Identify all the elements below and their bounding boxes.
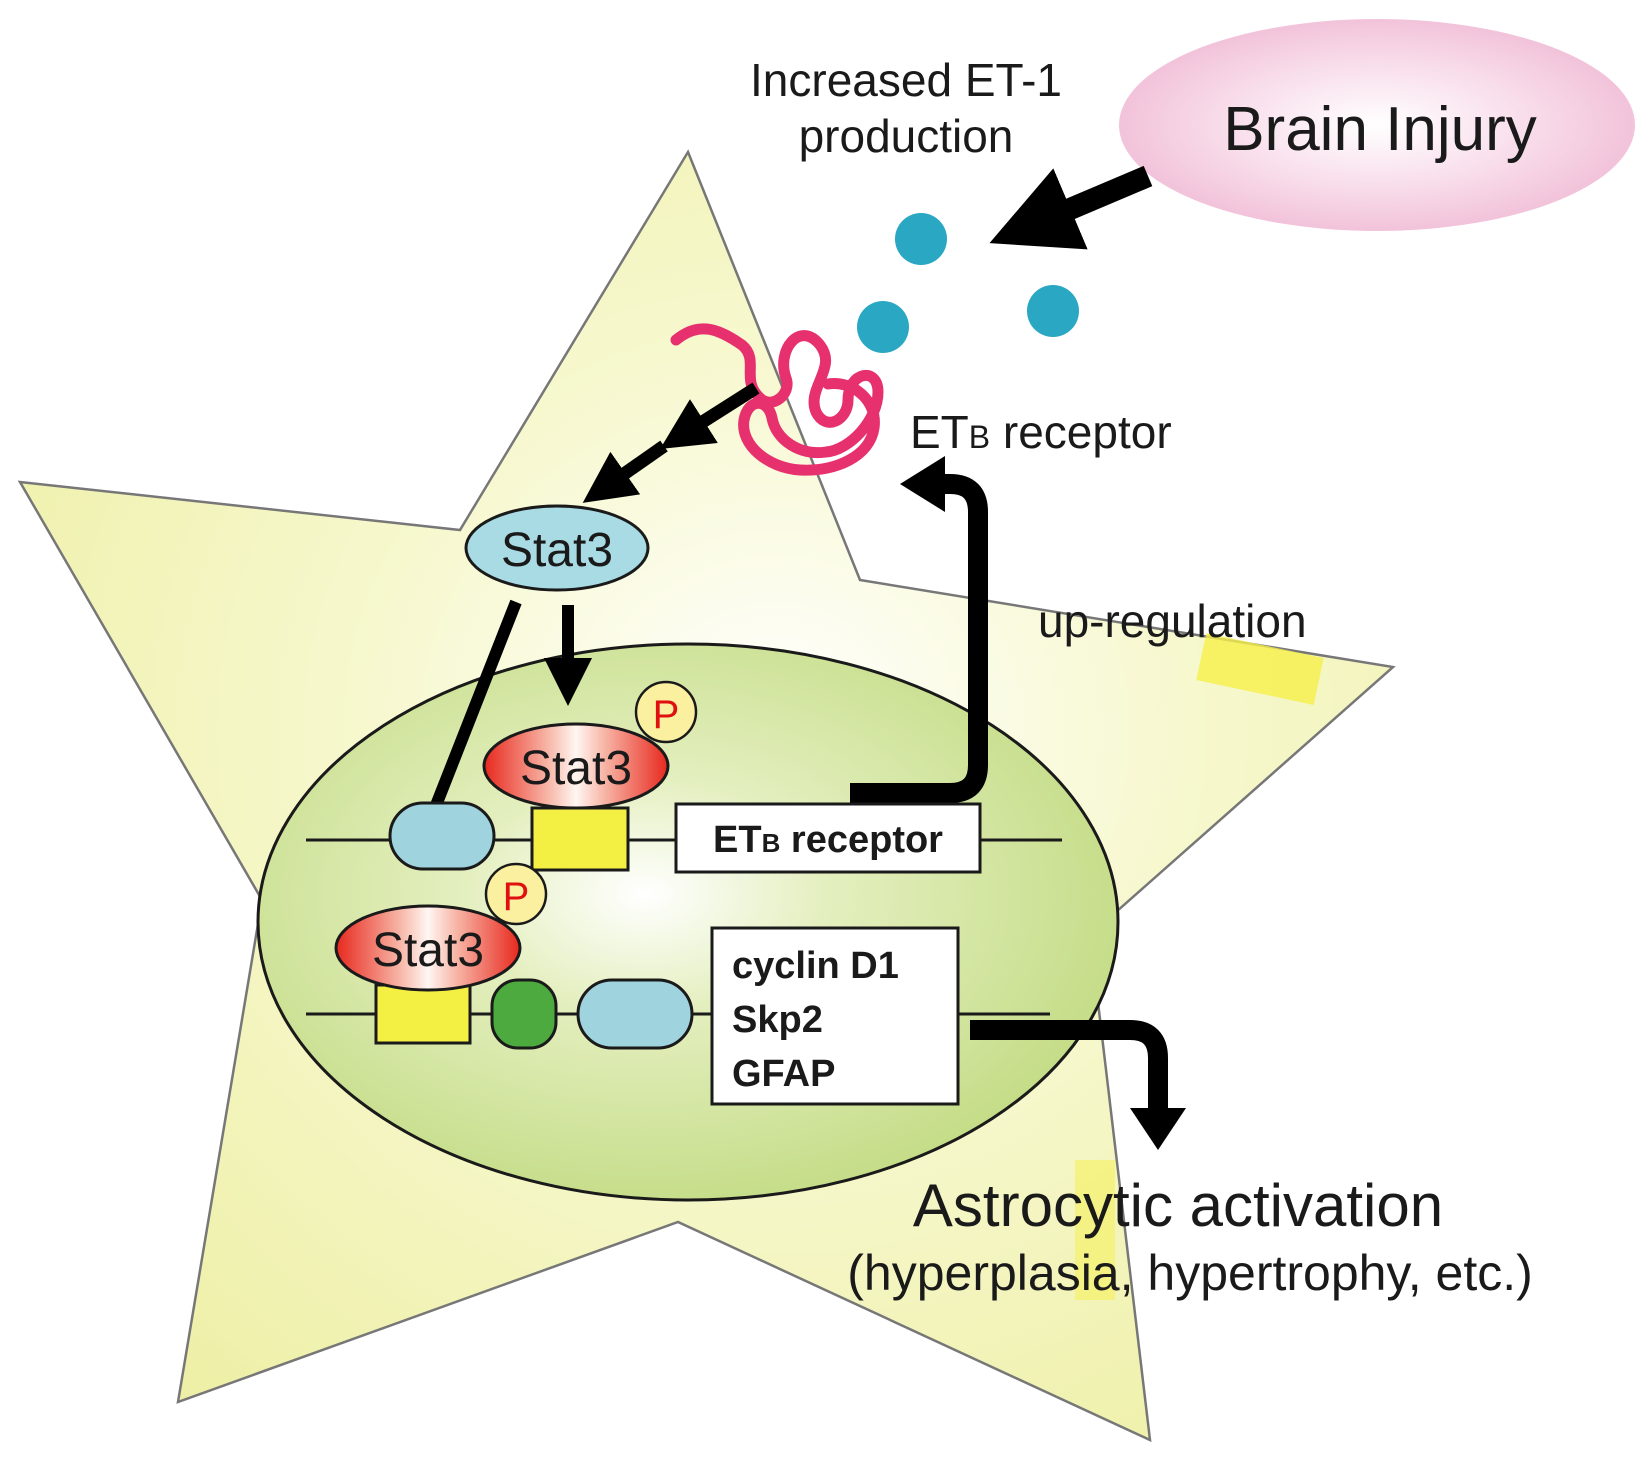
- brain-injury-bubble: [1119, 19, 1635, 231]
- gene-gfap: GFAP: [732, 1053, 835, 1095]
- et1-molecule: [857, 301, 909, 353]
- gene-etb-receptor-label: ETB receptor: [713, 819, 943, 861]
- stat3-binding-site: [530, 806, 630, 872]
- arrow-injury-to-et1: [989, 165, 1153, 250]
- stat3-binding-site: [374, 983, 472, 1045]
- gene-skp2: Skp2: [732, 999, 823, 1041]
- phospho-badge-label: P: [653, 693, 680, 737]
- phospho-badge: [484, 862, 548, 926]
- arrow-to-activation: [970, 1020, 1168, 1112]
- outcome-title: Astrocytic activation: [913, 1172, 1443, 1239]
- transcription-factor-blue: [576, 978, 694, 1050]
- et1-production-line1: Increased ET-1: [750, 54, 1062, 106]
- arrow-receptor-to-stat3-2: [582, 440, 668, 503]
- et1-molecule: [895, 213, 947, 265]
- etb-receptor-icon: [670, 323, 884, 476]
- highlight-upregulation: [1196, 633, 1324, 705]
- stat3-phosphorylated-label: Stat3: [520, 742, 632, 795]
- etb-receptor-label: ETB receptor: [910, 406, 1172, 458]
- outcome-subtitle: (hyperplasia, hypertrophy, etc.): [847, 1245, 1533, 1301]
- gene-etb-receptor-box: [674, 802, 982, 874]
- gene-cyclin-d1: cyclin D1: [732, 945, 899, 987]
- et1-production-line2: production: [799, 110, 1014, 162]
- transcription-factor-green: [490, 978, 558, 1050]
- brain-injury-label: Brain Injury: [1223, 95, 1537, 164]
- arrow-to-activation-head: [1130, 1108, 1186, 1150]
- stat3-phosphorylated: [482, 722, 670, 810]
- stat3-inactive-label: Stat3: [501, 524, 613, 577]
- gene-target-box: [710, 926, 960, 1106]
- arrow-upregulation-head: [900, 456, 945, 512]
- stat3-phosphorylated: [334, 904, 522, 992]
- highlight-activation: [1075, 1160, 1115, 1300]
- transcription-factor-blue: [388, 801, 496, 871]
- arrow-receptor-to-stat3-1: [660, 382, 760, 449]
- upregulation-label: up-regulation: [1038, 595, 1307, 647]
- phospho-badge: [634, 680, 698, 744]
- arrow-upregulation-feedback: [850, 474, 988, 803]
- et1-molecule: [1027, 285, 1079, 337]
- phospho-badge-label: P: [503, 875, 530, 919]
- stat3-inactive: [464, 504, 650, 592]
- stat3-phosphorylated-label: Stat3: [372, 924, 484, 977]
